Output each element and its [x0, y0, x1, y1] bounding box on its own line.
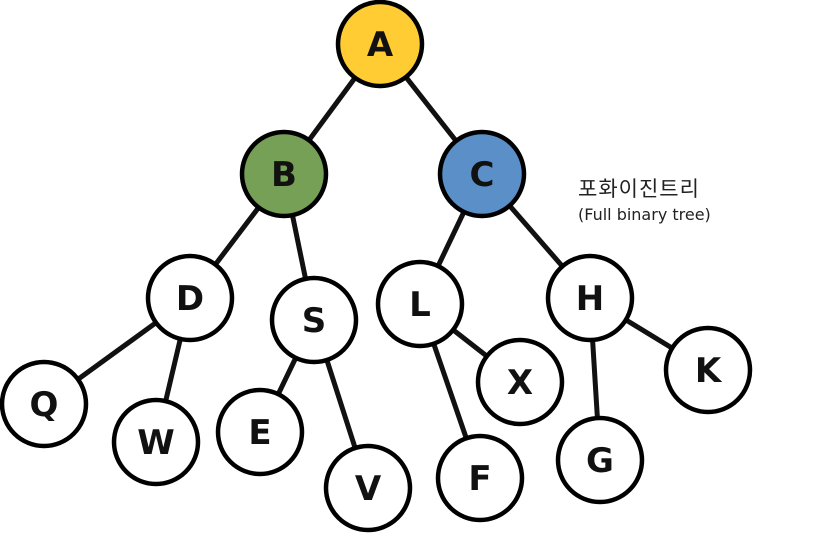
node-v: V: [323, 443, 413, 533]
tree-nodes: A B C D S L H Q W E V F X G K: [0, 0, 753, 533]
node-g: G: [555, 415, 645, 505]
node-label-e: E: [248, 413, 271, 453]
node-circle-a: [335, 0, 425, 89]
node-x: X: [475, 337, 565, 427]
node-d: D: [145, 253, 235, 343]
node-a: A: [335, 0, 425, 89]
node-label-d: D: [176, 279, 204, 319]
node-label-q: Q: [30, 385, 59, 425]
node-label-v: V: [355, 469, 382, 509]
node-circle-q: [0, 359, 89, 449]
node-k: K: [663, 325, 753, 415]
node-circle-c: [437, 129, 527, 219]
node-label-h: H: [576, 279, 604, 319]
node-circle-f: [435, 433, 525, 523]
tree-caption: 포화이진트리 (Full binary tree): [578, 176, 711, 225]
node-f: F: [435, 433, 525, 523]
node-label-b: B: [271, 155, 297, 195]
node-h: H: [545, 253, 635, 343]
node-circle-w: [111, 397, 201, 487]
caption-subtitle: (Full binary tree): [578, 205, 711, 225]
node-label-s: S: [302, 301, 327, 341]
node-label-g: G: [586, 441, 614, 481]
node-circle-v: [323, 443, 413, 533]
node-label-a: A: [367, 25, 394, 65]
node-circle-d: [145, 253, 235, 343]
node-circle-l: [375, 259, 465, 349]
node-circle-g: [555, 415, 645, 505]
node-label-f: F: [468, 459, 491, 499]
node-circle-b: [239, 129, 329, 219]
node-w: W: [111, 397, 201, 487]
node-label-c: C: [470, 155, 495, 195]
node-s: S: [269, 275, 359, 365]
node-label-l: L: [409, 285, 431, 325]
node-label-k: K: [695, 351, 723, 391]
node-label-w: W: [137, 423, 175, 463]
node-circle-k: [663, 325, 753, 415]
node-circle-e: [215, 387, 305, 477]
node-circle-s: [269, 275, 359, 365]
node-circle-h: [545, 253, 635, 343]
node-q: Q: [0, 359, 89, 449]
node-circle-x: [475, 337, 565, 427]
node-e: E: [215, 387, 305, 477]
node-c: C: [437, 129, 527, 219]
node-label-x: X: [507, 363, 533, 403]
node-l: L: [375, 259, 465, 349]
node-b: B: [239, 129, 329, 219]
caption-title: 포화이진트리: [578, 177, 700, 201]
